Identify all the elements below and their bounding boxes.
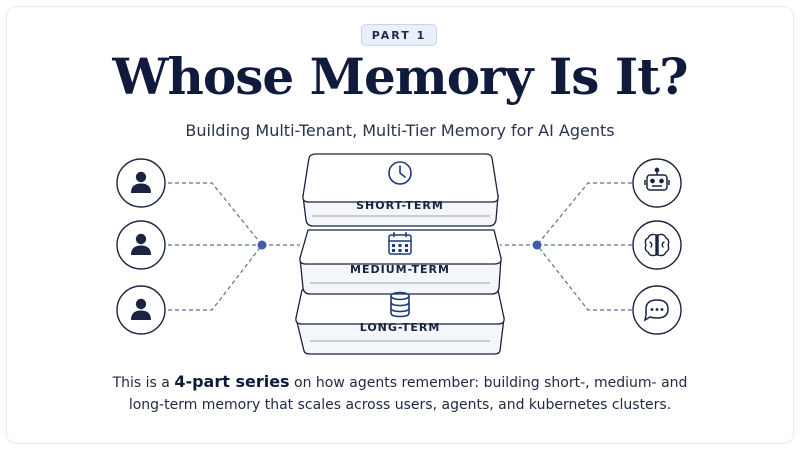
left-node-users <box>116 158 166 335</box>
user-icon <box>131 298 151 320</box>
tier-label-medium: MEDIUM-TERM <box>350 263 450 276</box>
user-node <box>116 158 166 208</box>
robot-icon <box>644 167 670 191</box>
user-node <box>116 220 166 270</box>
connector-line <box>536 244 632 311</box>
tier-short-term <box>302 153 499 227</box>
footer-highlight: 4-part series <box>174 372 290 391</box>
left-hub-dot <box>257 240 267 250</box>
footer-suffix: on how agents remember: building short-,… <box>128 375 688 413</box>
brain-icon <box>644 233 670 257</box>
page-title: Whose Memory Is It? <box>112 47 688 106</box>
calendar-icon <box>388 232 412 255</box>
clock-icon <box>388 161 412 185</box>
part-badge: PART 1 <box>361 24 437 46</box>
connector-line <box>168 244 263 311</box>
user-icon <box>131 233 151 255</box>
connector-line <box>168 182 263 246</box>
right-hub-dot <box>532 240 542 250</box>
database-icon <box>390 291 410 318</box>
tier-long-term <box>295 289 505 355</box>
agent-node <box>632 158 682 208</box>
right-connectors <box>500 182 632 311</box>
left-connectors <box>168 182 300 311</box>
tier-label-short: SHORT-TERM <box>356 199 444 212</box>
user-icon <box>131 171 151 193</box>
footer-prefix: This is a <box>112 375 175 391</box>
user-node <box>116 285 166 335</box>
page-subtitle: Building Multi-Tenant, Multi-Tier Memory… <box>185 121 615 140</box>
tier-medium-term <box>299 229 502 295</box>
page-frame <box>6 6 794 444</box>
connector-line <box>536 182 632 246</box>
tier-label-long: LONG-TERM <box>360 321 441 334</box>
chat-bubble-icon <box>643 299 669 322</box>
series-description: This is a 4-part series on how agents re… <box>100 371 700 416</box>
